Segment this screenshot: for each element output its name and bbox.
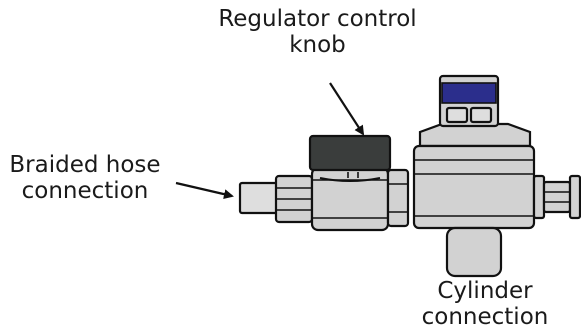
regulator-body	[412, 122, 536, 230]
outlet-fitting	[532, 174, 581, 220]
arrow-to-knob	[329, 82, 365, 136]
knob-housing	[310, 166, 390, 232]
center-nut	[386, 168, 410, 228]
hose-fitting	[238, 174, 314, 224]
braided-hose-label: Braided hose connection	[9, 152, 161, 204]
regulator-knob-label: Regulator control knob	[218, 6, 417, 58]
cylinder-connection-label: Cylinder connection	[421, 278, 549, 330]
regulator-knob	[308, 134, 392, 172]
top-cap	[438, 74, 500, 128]
arrow-to-hose	[175, 181, 234, 200]
cylinder-stem	[445, 226, 503, 278]
